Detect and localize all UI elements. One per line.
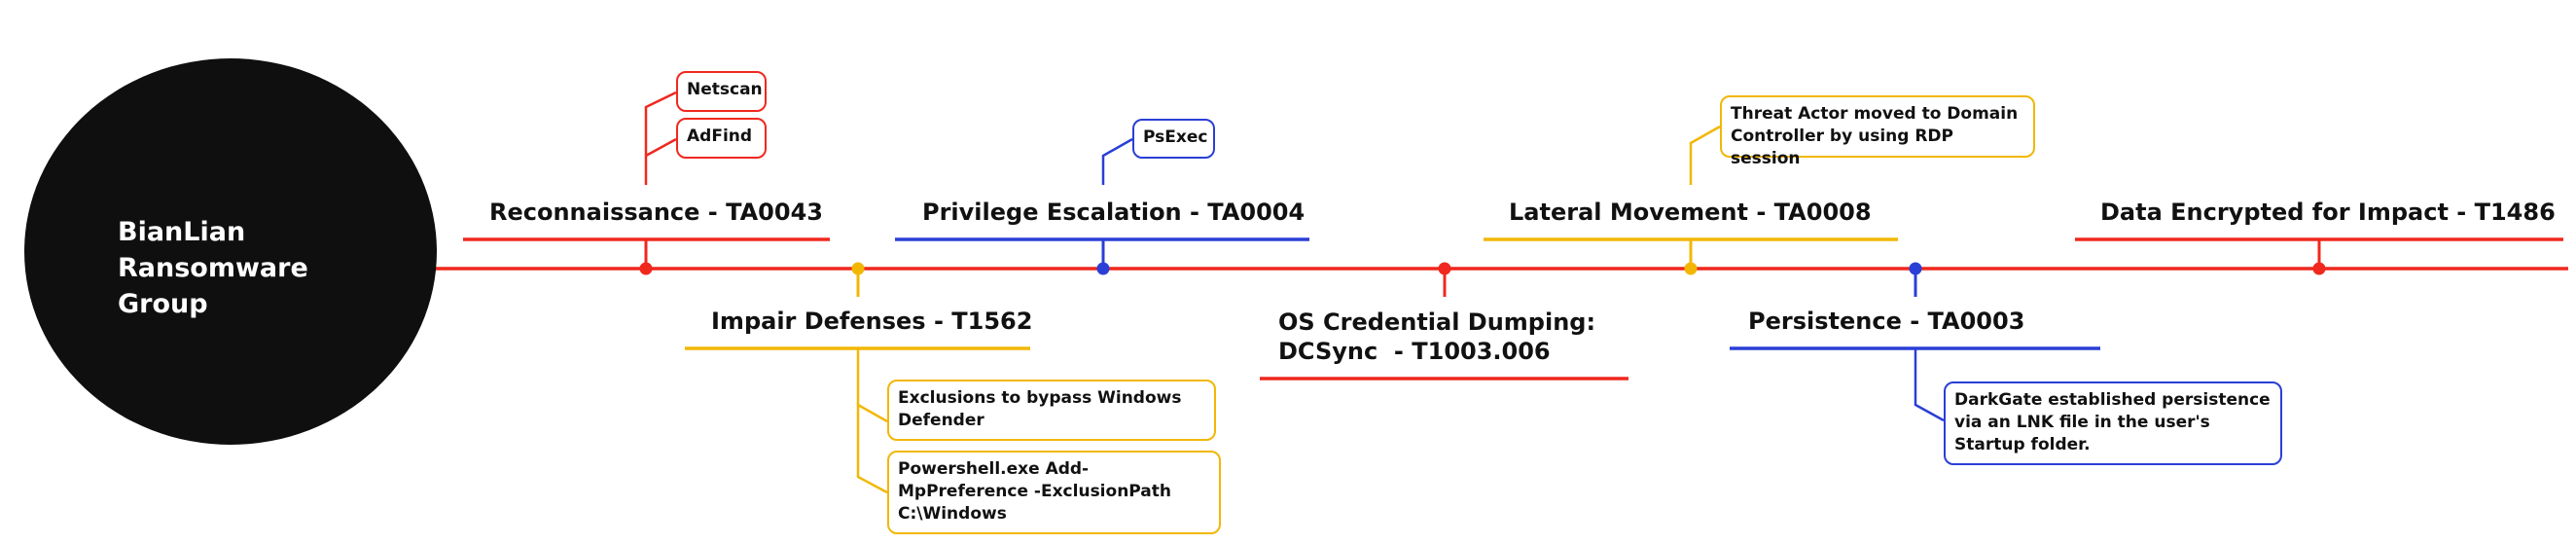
impair-bracket-branch — [857, 403, 888, 423]
lateral-node — [1684, 262, 1698, 275]
privesc-node — [1096, 262, 1110, 275]
detail-box-psexec: PsExec — [1132, 119, 1215, 159]
stage-title-impact: Data Encrypted for Impact - T1486 — [2100, 199, 2556, 226]
stage-title-credump-line2: DCSync - T1003.006 — [1278, 338, 1551, 365]
threat-actor-circle — [24, 58, 437, 445]
detail-box-adfind: AdFind — [676, 118, 767, 159]
actor-line: Ransomware — [118, 253, 308, 283]
threat-actor-label: BianLian Ransomware Group — [118, 214, 429, 322]
stage-title-recon: Reconnaissance - TA0043 — [489, 199, 823, 226]
detail-box-rdp-session: Threat Actor moved to Domain Controller … — [1720, 95, 2035, 168]
impact-node — [2312, 262, 2326, 275]
impair-node — [851, 262, 865, 275]
lateral-bracket — [1689, 125, 1721, 185]
detail-box-powershell-exclusion: Powershell.exe Add-MpPreference -Exclusi… — [887, 451, 1221, 534]
stage-title-credump-line1: OS Credential Dumping: — [1278, 308, 1596, 336]
persist-bracket — [1914, 348, 1945, 422]
credump-node — [1438, 262, 1451, 275]
recon-node — [639, 262, 653, 275]
recon-bracket-branch — [645, 137, 677, 158]
detail-box-darkgate-lnk: DarkGate established persistence via an … — [1944, 381, 2282, 465]
detail-box-netscan: Netscan — [676, 71, 767, 112]
detail-box-defender-exclusions: Exclusions to bypass Windows Defender — [887, 380, 1216, 441]
actor-line: Group — [118, 289, 208, 319]
impair-bracket — [856, 348, 888, 494]
stage-title-impair: Impair Defenses - T1562 — [711, 308, 1033, 335]
persist-node — [1909, 262, 1922, 275]
actor-line: BianLian — [118, 217, 246, 247]
stage-title-privesc: Privilege Escalation - TA0004 — [922, 199, 1306, 226]
recon-bracket — [644, 91, 677, 185]
privesc-bracket — [1101, 137, 1133, 185]
stage-title-lateral: Lateral Movement - TA0008 — [1509, 199, 1872, 226]
stage-title-persist: Persistence - TA0003 — [1748, 308, 2025, 335]
